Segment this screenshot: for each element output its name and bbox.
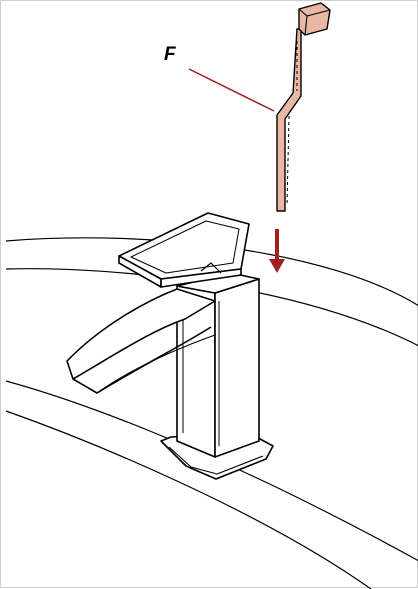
insertion-arrow-head	[269, 259, 285, 273]
insertion-arrow	[269, 229, 285, 273]
faucet-base-plate-inner	[168, 446, 264, 475]
callout-label-f: F	[164, 44, 176, 65]
faucet-lever-neck	[200, 262, 222, 274]
faucet	[66, 212, 274, 480]
faucet-spout-edge	[96, 334, 216, 394]
component-f-grip-edge	[298, 8, 331, 36]
faucet-body-side	[214, 278, 260, 458]
component-f	[276, 2, 331, 212]
faucet-lever-side	[160, 268, 242, 288]
component-f-rod	[276, 28, 302, 212]
basin-edge-line	[5, 380, 418, 562]
faucet-lever-bevel	[130, 220, 240, 274]
callout-f-leader-line	[188, 68, 275, 112]
component-f-rod-dashes	[286, 41, 298, 207]
countertop-edge-line	[5, 410, 372, 589]
component-f-grip	[298, 2, 331, 36]
